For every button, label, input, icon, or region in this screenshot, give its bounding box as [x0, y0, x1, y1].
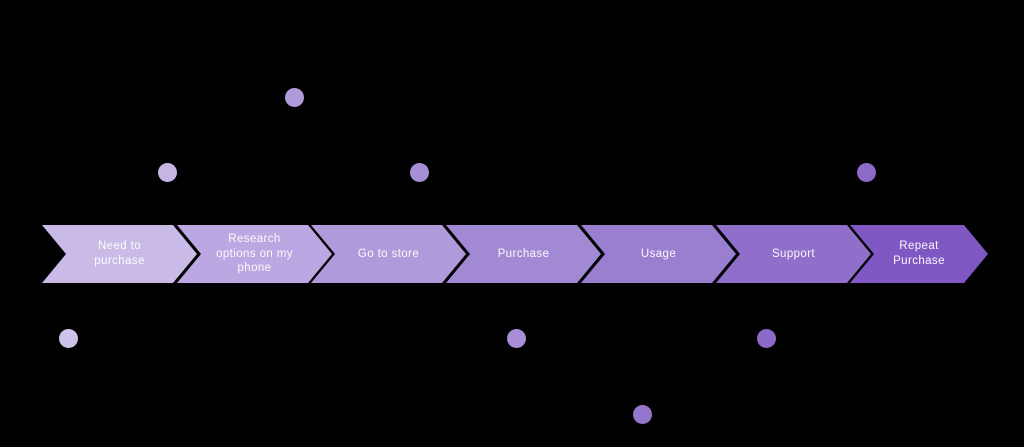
stage-label: Usage	[640, 247, 677, 260]
stage-usage[interactable]: Usage	[581, 225, 736, 283]
stage-label: Need to purchase	[94, 240, 145, 267]
touchpoint-dot[interactable]	[756, 328, 776, 348]
touchpoint-dot[interactable]	[409, 162, 429, 182]
stage-label: Purchase	[497, 247, 550, 260]
touchpoint-dot[interactable]	[506, 328, 526, 348]
touchpoint-dot[interactable]	[632, 404, 652, 424]
stage-label: Research options on my phone	[216, 232, 293, 275]
stage-label: Repeat Purchase	[893, 240, 945, 267]
touchpoint-dot[interactable]	[284, 87, 304, 107]
stage-label: Support	[771, 247, 816, 260]
stage-support[interactable]: Support	[716, 225, 871, 283]
stage-purchase[interactable]: Purchase	[446, 225, 601, 283]
journey-stage-band: Need to purchase Research options on my …	[0, 225, 1024, 283]
touchpoint-dot[interactable]	[856, 162, 876, 182]
stage-research-options[interactable]: Research options on my phone	[177, 225, 332, 283]
touchpoint-dot[interactable]	[157, 162, 177, 182]
stage-go-to-store[interactable]: Go to store	[311, 225, 466, 283]
touchpoint-dot[interactable]	[58, 328, 78, 348]
stage-label: Go to store	[357, 247, 420, 260]
stage-need-to-purchase[interactable]: Need to purchase	[42, 225, 197, 283]
